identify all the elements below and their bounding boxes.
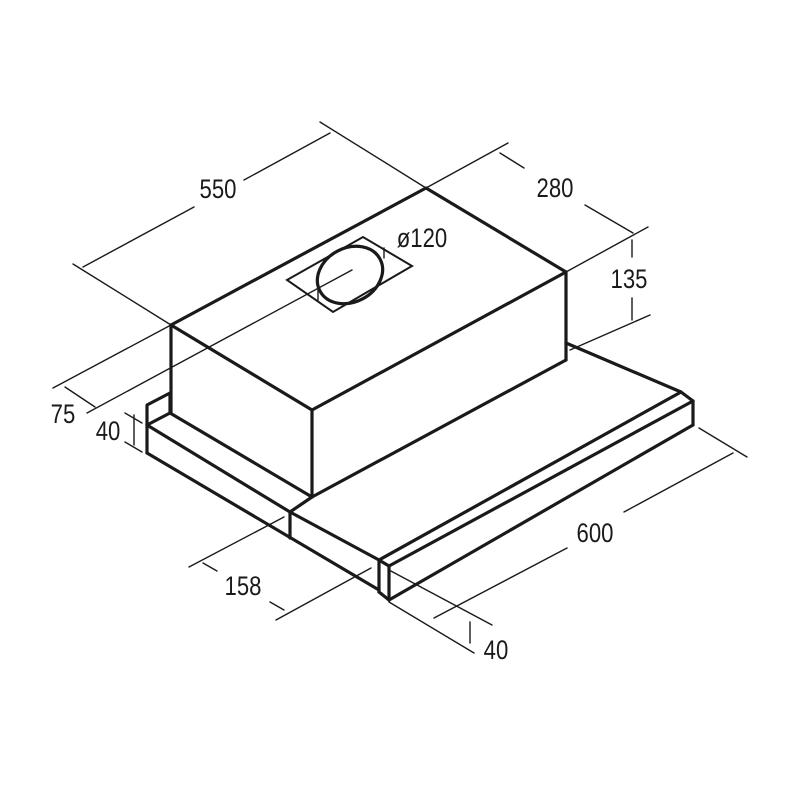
ext-line: [388, 601, 475, 654]
dimension-labels: 550 280 135 ø120 75 40 158 600 40: [51, 174, 648, 666]
label-40-left: 40: [96, 417, 121, 447]
label-158: 158: [225, 572, 262, 602]
ext-line: [388, 569, 493, 626]
tray-edge: [168, 411, 314, 499]
ext-line: [72, 263, 172, 326]
tray-edge: [145, 451, 381, 592]
tray-left-back: [145, 391, 172, 455]
bar-edge: [387, 399, 695, 568]
label-550: 550: [200, 175, 237, 205]
label-40-bottom: 40: [484, 636, 509, 666]
ext-line: [569, 314, 651, 351]
bar-edge: [387, 423, 695, 602]
ext-line: [565, 226, 649, 273]
ext-line: [275, 567, 372, 621]
duct-center-line: [86, 269, 353, 414]
dim-600: [433, 547, 568, 619]
dim-550: [243, 132, 331, 181]
dim-550: [82, 206, 195, 268]
ext-line: [188, 516, 285, 568]
dim-280: [499, 152, 525, 169]
dim-158: [269, 601, 285, 611]
ext-line: [52, 324, 172, 389]
label-75: 75: [51, 400, 76, 430]
tray-edge: [288, 510, 381, 562]
label-135: 135: [611, 265, 648, 295]
duct-circle: [315, 244, 385, 306]
bar-edge: [377, 590, 391, 602]
label-280: 280: [537, 174, 574, 204]
label-600: 600: [577, 519, 614, 549]
body-top-face: [169, 186, 568, 412]
tray-edge: [145, 423, 292, 514]
dim-158: [202, 562, 218, 572]
tray-edge: [145, 411, 172, 427]
tray-edge: [288, 495, 314, 514]
label-duct-diameter: ø120: [397, 224, 447, 254]
dim-600: [623, 452, 734, 513]
dimension-lines: [52, 121, 748, 654]
hood-body: [169, 186, 568, 499]
ext-line: [124, 412, 143, 424]
front-bar: [377, 390, 695, 602]
bar-edge: [377, 558, 391, 568]
bar-edge: [377, 390, 683, 562]
base-tray: [145, 341, 683, 592]
dim-280: [584, 204, 634, 234]
ext-line: [425, 142, 509, 189]
tray-back-edge: [564, 341, 683, 394]
dim-75: [64, 386, 96, 408]
ext-line: [319, 121, 427, 189]
body-bottom-edge: [310, 358, 568, 499]
ext-line: [698, 427, 748, 458]
duct-outlet: [285, 235, 414, 314]
bar-edge: [679, 390, 695, 403]
ext-line: [124, 441, 143, 453]
